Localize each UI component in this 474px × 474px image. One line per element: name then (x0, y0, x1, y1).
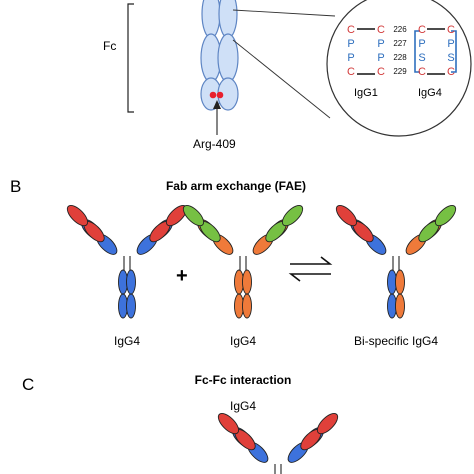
igg4-label-left: IgG4 (114, 334, 140, 348)
fab-light-domain (182, 204, 205, 227)
igg4-residue: S (447, 52, 454, 64)
igg1-residue: C (347, 24, 355, 36)
antibody-igg4-blue-red (66, 204, 188, 319)
igg4-hinge-label: IgG4 (418, 87, 442, 99)
zoom-line (232, 9, 336, 17)
arg409-arrowhead (213, 100, 221, 109)
igg1-residue: P (347, 38, 354, 50)
panel-b-letter: B (10, 177, 21, 196)
igg4-residue: C (447, 24, 455, 36)
igg4-intrachain-bond (414, 30, 420, 73)
panel-b: B Fab arm exchange (FAE) + IgG4 IgG4 Bi-… (10, 177, 457, 348)
igg4-residue: C (418, 24, 426, 36)
fc-domain-right (242, 269, 252, 295)
igg1-residue: P (377, 52, 384, 64)
fab-light-domain (316, 412, 339, 435)
hinge-zoom-circle (326, 0, 472, 137)
fc-label: Fc (103, 39, 116, 53)
panel-c-title: Fc-Fc interaction (195, 373, 292, 387)
igg4-residue: P (447, 38, 454, 50)
arg409-dot (209, 91, 217, 99)
igg4-residue: C (418, 66, 426, 78)
zoom-line (232, 39, 331, 119)
residue-position-number: 229 (393, 67, 407, 76)
fab-light-domain (281, 204, 304, 227)
igg1-residue: C (347, 66, 355, 78)
igg4-intrachain-bond (451, 30, 457, 73)
igg1-residue: C (377, 24, 385, 36)
fc-domain (218, 0, 238, 39)
panel-c-igg4-label: IgG4 (230, 399, 256, 413)
igg4-residue: C (447, 66, 455, 78)
residue-position-number: 228 (393, 53, 407, 62)
antibody-bispecific-igg4 (335, 204, 457, 319)
equilibrium-arrows-icon (288, 256, 333, 282)
fc-domain-right (395, 269, 405, 295)
arg409-dot (216, 91, 224, 99)
plus-sign: + (176, 265, 188, 287)
fc-domain-right (395, 293, 405, 319)
fab-light-domain (66, 204, 89, 227)
fab-light-domain (335, 204, 358, 227)
arg409-label: Arg-409 (193, 137, 236, 151)
panel-c: C Fc-Fc interaction IgG4 (22, 373, 339, 474)
igg4-residue: S (418, 52, 425, 64)
antibody-igg4-fc-fc (217, 412, 339, 474)
bispecific-igg4-label: Bi-specific IgG4 (354, 334, 438, 348)
igg1-residue: C (377, 66, 385, 78)
residue-position-number: 227 (393, 39, 407, 48)
fc-domains (200, 0, 239, 111)
fc-bracket (127, 3, 134, 113)
fab-light-domain (434, 204, 457, 227)
igg1-residue: P (347, 52, 354, 64)
igg4-residue: P (418, 38, 425, 50)
fab-light-domain (217, 412, 240, 435)
igg1-hinge-label: IgG1 (354, 87, 378, 99)
igg4-label-right: IgG4 (230, 334, 256, 348)
residue-position-number: 226 (393, 25, 407, 34)
fc-domain (201, 0, 221, 39)
antibody-igg4-orange-green (182, 204, 304, 319)
panel-b-title: Fab arm exchange (FAE) (166, 179, 306, 193)
fc-domain-right (242, 293, 252, 319)
fc-domain-right (126, 269, 136, 295)
panel-c-letter: C (22, 375, 34, 394)
igg1-residue: P (377, 38, 384, 50)
fc-domain-right (126, 293, 136, 319)
